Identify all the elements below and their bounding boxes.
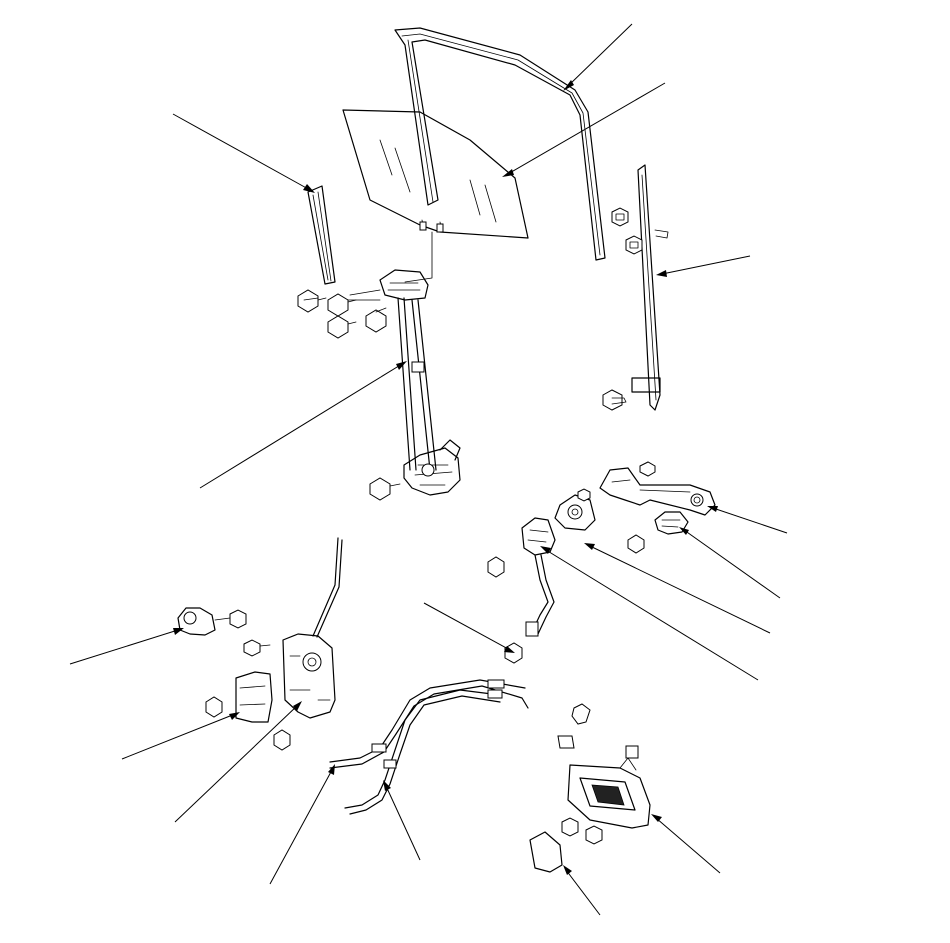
outer-handle-bracket [487,517,556,578]
inner-handle-cover [529,831,563,873]
leader-lines [69,23,788,916]
regulator-bolt [365,307,387,333]
door-lock-latch [273,537,343,751]
door-glass [342,109,529,239]
regulator-bolt [369,477,401,501]
door-striker [177,607,271,657]
inner-handle-cable [344,689,503,815]
outer-handle-frame [599,461,716,516]
window-regulator [297,231,461,501]
lock-rod-cable [329,679,529,769]
regulator-bolt [327,293,357,317]
door-sash-molding [394,27,606,261]
regulator-bolt [327,315,357,339]
lock-actuator-cover [205,671,273,723]
key-cylinder [554,488,596,531]
inner-handle [557,703,651,845]
outer-handle-rod [504,554,555,664]
rear-glass-run-channel [602,164,669,411]
regulator-bolt [297,289,327,313]
outer-handle-cover [627,511,689,554]
front-glass-run-channel [307,185,336,285]
